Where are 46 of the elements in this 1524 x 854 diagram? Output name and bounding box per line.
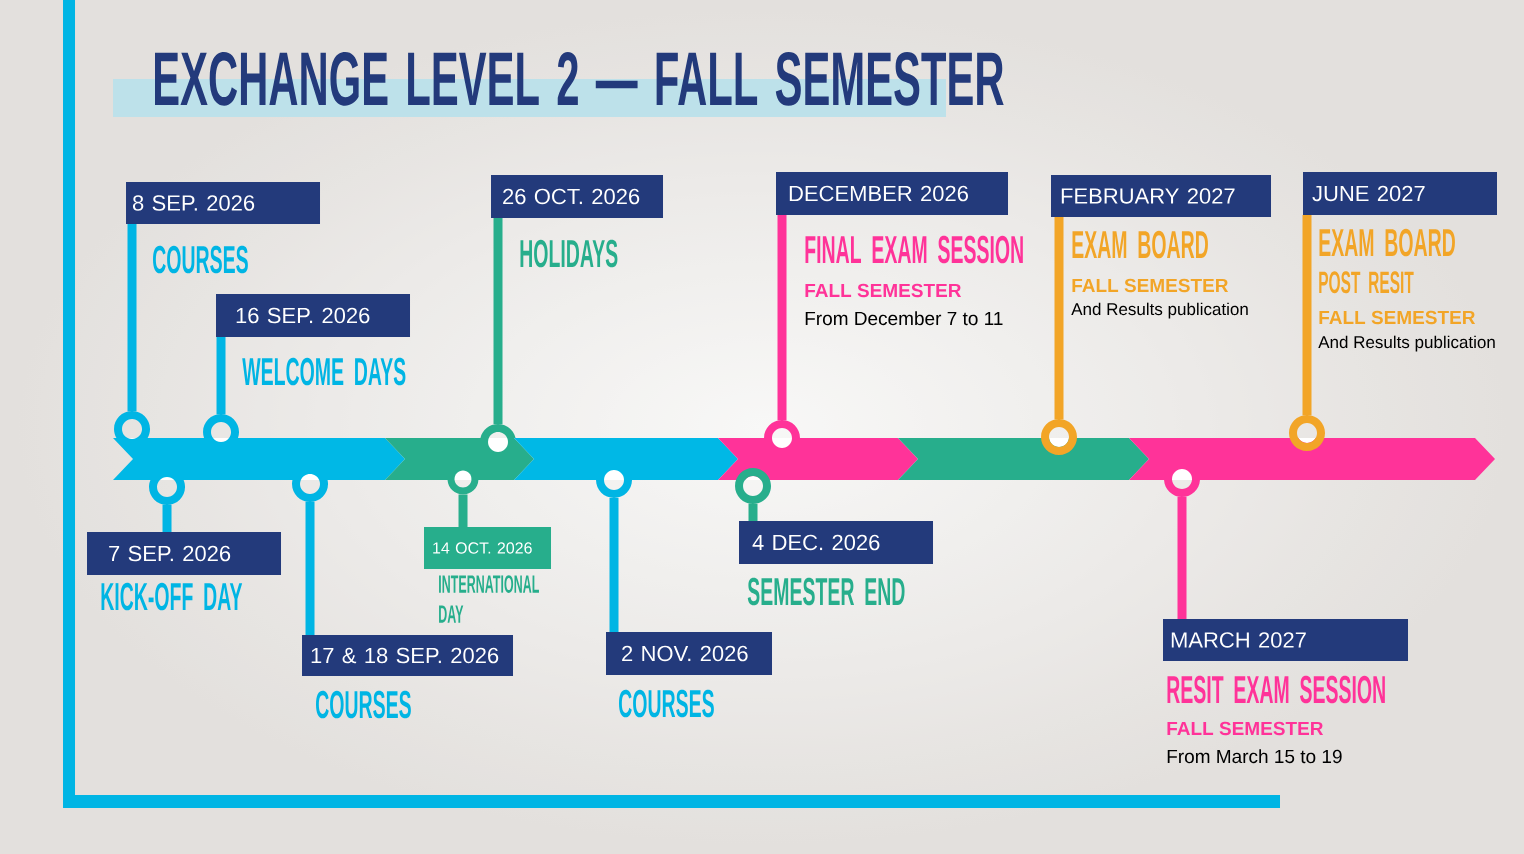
event-subtitle: FALL SEMESTER: [1072, 278, 1229, 293]
stem-line: [1177, 497, 1187, 619]
event-title: KICK-OFF DAY: [101, 582, 243, 611]
event-note: And Results publication: [1318, 335, 1495, 352]
event-title: HOLIDAYS: [520, 239, 618, 268]
date-box: 8 SEP. 2026: [126, 182, 320, 224]
title: EXCHANGE LEVEL 2 — FALL SEMESTER: [113, 51, 1004, 117]
stem-line: [305, 502, 315, 635]
date-box: DECEMBER 2026: [776, 172, 1008, 215]
date-box: 4 DEC. 2026: [739, 521, 933, 564]
date-box: 16 SEP. 2026: [216, 294, 410, 337]
date-box: 14 OCT. 2026: [424, 527, 551, 569]
event-title: INTERNATIONAL DAY: [439, 575, 539, 623]
stem-line: [216, 337, 226, 414]
event-title: COURSES: [316, 690, 411, 719]
event-title: EXAM BOARD: [1319, 228, 1455, 257]
date-box: JUNE 2027: [1303, 172, 1497, 215]
stem-line: [1054, 217, 1064, 419]
event-title: RESIT EXAM SESSION: [1167, 675, 1385, 704]
event-subtitle: FALL SEMESTER: [805, 283, 962, 298]
date-box: MARCH 2027: [1163, 619, 1408, 661]
event-subtitle: POST RESIT: [1319, 271, 1414, 294]
stem-line: [748, 504, 758, 521]
date-box: 26 OCT. 2026: [491, 175, 663, 218]
event-title: SEMESTER END: [747, 577, 905, 606]
event-subtitle: FALL SEMESTER: [1319, 310, 1476, 325]
stem-line: [1302, 215, 1312, 415]
event-note: From December 7 to 11: [805, 311, 1003, 326]
stem-line: [493, 218, 503, 424]
event-title: COURSES: [153, 245, 248, 274]
stem-line: [458, 494, 468, 527]
stem-line: [777, 215, 787, 420]
event-note: And Results publication: [1071, 302, 1248, 319]
stem-line: [609, 498, 619, 632]
event-title: COURSES: [619, 689, 714, 718]
date-box: FEBRUARY 2027: [1051, 175, 1271, 217]
event-title: EXAM BOARD: [1072, 230, 1208, 259]
event-title: FINAL EXAM SESSION: [805, 235, 1023, 264]
date-box: 7 SEP. 2026: [87, 532, 281, 575]
date-box: 17 & 18 SEP. 2026: [302, 635, 513, 676]
stem-line: [162, 505, 172, 532]
event-note: From March 15 to 19: [1167, 749, 1342, 764]
date-box: 2 NOV. 2026: [606, 632, 772, 675]
event-subtitle: FALL SEMESTER: [1167, 721, 1324, 736]
stem-line: [127, 224, 137, 411]
event-title: WELCOME DAYS: [242, 357, 406, 386]
